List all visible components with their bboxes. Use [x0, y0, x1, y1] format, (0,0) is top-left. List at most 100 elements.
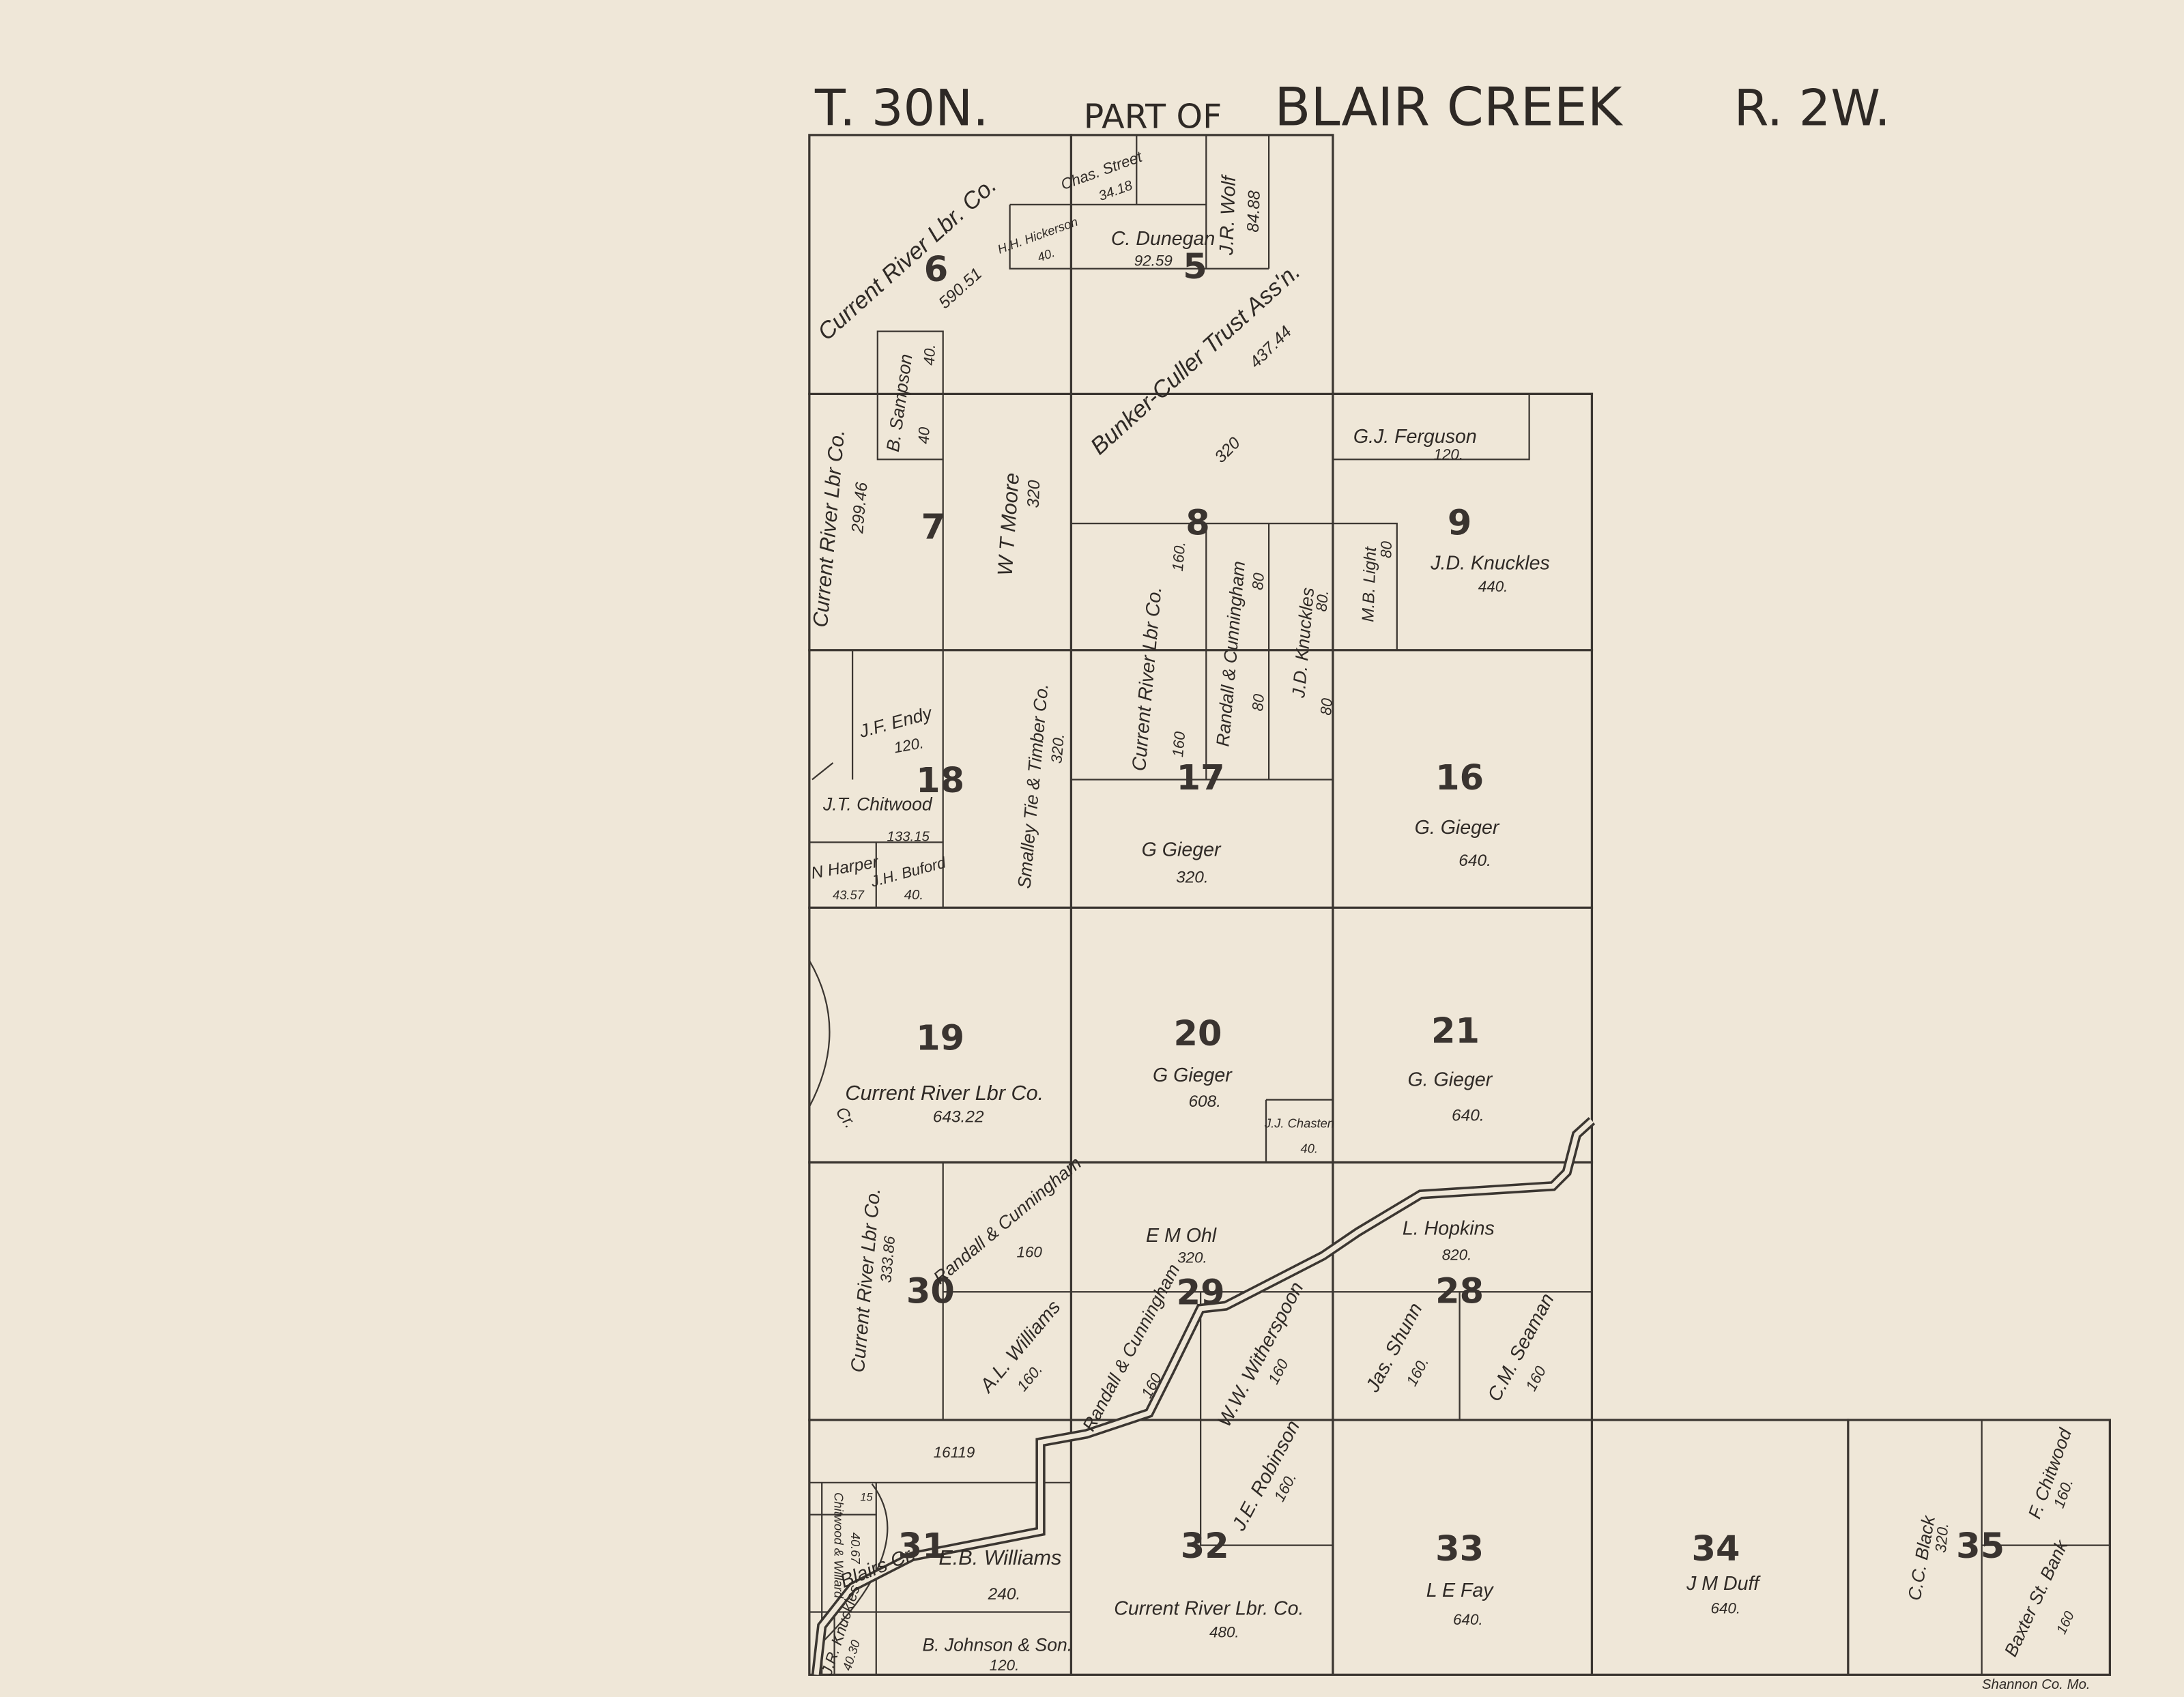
owner-acreage: 80. — [1313, 590, 1332, 612]
section-grid — [808, 134, 2112, 1676]
owner-name: Smalley Tie & Timber Co. — [1014, 682, 1052, 889]
section-number: 18 — [916, 761, 964, 801]
owner-acreage: 299.46 — [848, 481, 872, 534]
owner-acreage: 440. — [1478, 578, 1508, 595]
section-number: 9 — [1448, 503, 1472, 543]
owner-name: J.D. Knuckles — [1430, 552, 1550, 574]
section-number: 16 — [1435, 758, 1484, 798]
owner-name: J.J. Chasten — [1264, 1116, 1334, 1131]
owner-acreage: 320. — [1932, 1522, 1952, 1554]
parcel-acreage-label: 15 — [860, 1491, 873, 1503]
section-number: 5 — [1183, 247, 1207, 287]
county-footer: Shannon Co. Mo. — [1982, 1677, 2090, 1692]
owner-acreage: 643.22 — [933, 1107, 984, 1126]
section-number: 34 — [1692, 1529, 1740, 1569]
owner-acreage: 640. — [1452, 1106, 1484, 1125]
owner-acreage: 160 — [1016, 1243, 1042, 1260]
parcel-lines — [808, 134, 2110, 1675]
owner-name: Randall & Cunningham — [930, 1152, 1085, 1288]
owner-acreage: 160. — [1403, 1354, 1433, 1389]
owner-acreage: 320 — [1211, 434, 1244, 467]
owner-acreage: 40.67 — [848, 1533, 863, 1565]
owner-acreage: 640. — [1710, 1600, 1740, 1617]
owner-name: Randall & Cunningham — [1212, 560, 1249, 747]
owner-acreage: 120. — [990, 1657, 1020, 1674]
owner-acreage: 333.86 — [877, 1235, 898, 1283]
owner-acreage: 40. — [904, 888, 923, 903]
owner-acreage: 820. — [1442, 1246, 1472, 1263]
owner-name: B. Sampson — [882, 353, 917, 453]
owner-name: E.B. Williams — [938, 1546, 1061, 1569]
section-number: 28 — [1435, 1272, 1484, 1312]
owner-acreage: 320. — [1048, 733, 1067, 764]
owner-acreage: 133.15 — [887, 829, 930, 844]
owner-name: W T Moore — [994, 472, 1024, 577]
owner-acreage: 640. — [1453, 1611, 1483, 1628]
parcel-acreage-label: 16119 — [934, 1444, 975, 1461]
owner-name: E M Ohl — [1146, 1225, 1217, 1247]
owner-name: M.B. Light — [1359, 546, 1380, 622]
range-label: R. 2W. — [1734, 80, 1891, 138]
section-number: 35 — [1956, 1526, 2005, 1567]
owner-acreage: 34.18 — [1097, 178, 1135, 204]
owner-acreage: 320. — [1177, 1249, 1207, 1266]
section-number: 33 — [1435, 1529, 1484, 1569]
owner-name: Current River Lbr Co. — [1128, 585, 1166, 772]
owner-acreage: 40. — [1035, 245, 1057, 264]
owner-acreage: 160 — [1522, 1363, 1549, 1393]
part-of-label: PART OF — [1084, 98, 1222, 136]
owner-acreage: 40. — [921, 344, 938, 366]
owner-name: B. Johnson & Son. — [922, 1635, 1072, 1655]
owner-name: C.M. Seaman — [1484, 1290, 1559, 1405]
owner-acreage: 320 — [1024, 480, 1044, 508]
owner-name: J.T. Chitwood — [822, 794, 933, 814]
owner-name: G. Gieger — [1407, 1069, 1493, 1090]
owner-acreage: 43.57 — [833, 888, 865, 902]
section-number: 31 — [898, 1526, 947, 1567]
creek-label-2: Cr. — [832, 1103, 859, 1131]
owner-name: G. Gieger — [1415, 817, 1500, 839]
owner-name: F. Chitwood — [2024, 1425, 2076, 1521]
township-name: BLAIR CREEK — [1274, 77, 1623, 139]
owner-name: Randall & Cunningham — [1078, 1260, 1184, 1434]
owner-name: Current River Lbr. Co. — [1114, 1598, 1304, 1620]
township-label: T. 30N. — [814, 80, 989, 138]
owner-acreage: 84.88 — [1244, 190, 1264, 233]
section-number: 8 — [1186, 503, 1210, 543]
owner-acreage: 92.59 — [1134, 252, 1173, 270]
owner-name: J M Duff — [1686, 1573, 1761, 1595]
owner-acreage: 40. — [1301, 1141, 1319, 1155]
owner-name: Current River Lbr. Co. — [813, 172, 1001, 345]
section-number: 29 — [1177, 1273, 1225, 1314]
section-number: 32 — [1181, 1526, 1229, 1567]
owner-acreage: 80 — [1377, 540, 1395, 558]
owner-acreage: 80 — [1317, 697, 1336, 716]
owner-name: Current River Lbr Co. — [809, 429, 849, 628]
owner-acreage: 40 — [915, 426, 933, 444]
section-number: 17 — [1177, 758, 1225, 798]
owner-acreage: 80 — [1249, 693, 1267, 712]
section-number: 19 — [916, 1018, 964, 1058]
owner-acreage: 480. — [1209, 1623, 1239, 1640]
owner-acreage: 160 — [1169, 731, 1188, 758]
owner-name: L. Hopkins — [1403, 1218, 1495, 1240]
owner-acreage: 160 — [2054, 1609, 2078, 1637]
owner-name: J.H. Buford — [868, 854, 948, 890]
section-number: 6 — [924, 250, 949, 290]
owner-name: G.J. Ferguson — [1353, 426, 1477, 448]
section-number: 30 — [906, 1272, 955, 1312]
section-number: 20 — [1174, 1014, 1222, 1054]
owner-name: C. Dunegan — [1111, 228, 1215, 250]
section-number: 21 — [1431, 1011, 1480, 1051]
owner-acreage: 320. — [1176, 868, 1209, 886]
owner-name: Bunker-Culler Trust Ass'n. — [1086, 259, 1306, 460]
owner-name: L E Fay — [1426, 1580, 1495, 1601]
owner-name: J.R. Wolf — [1216, 173, 1240, 256]
owner-name: G Gieger — [1142, 839, 1222, 861]
owner-acreage: 437.44 — [1246, 323, 1295, 372]
owner-name: Current River Lbr Co. — [845, 1082, 1044, 1105]
